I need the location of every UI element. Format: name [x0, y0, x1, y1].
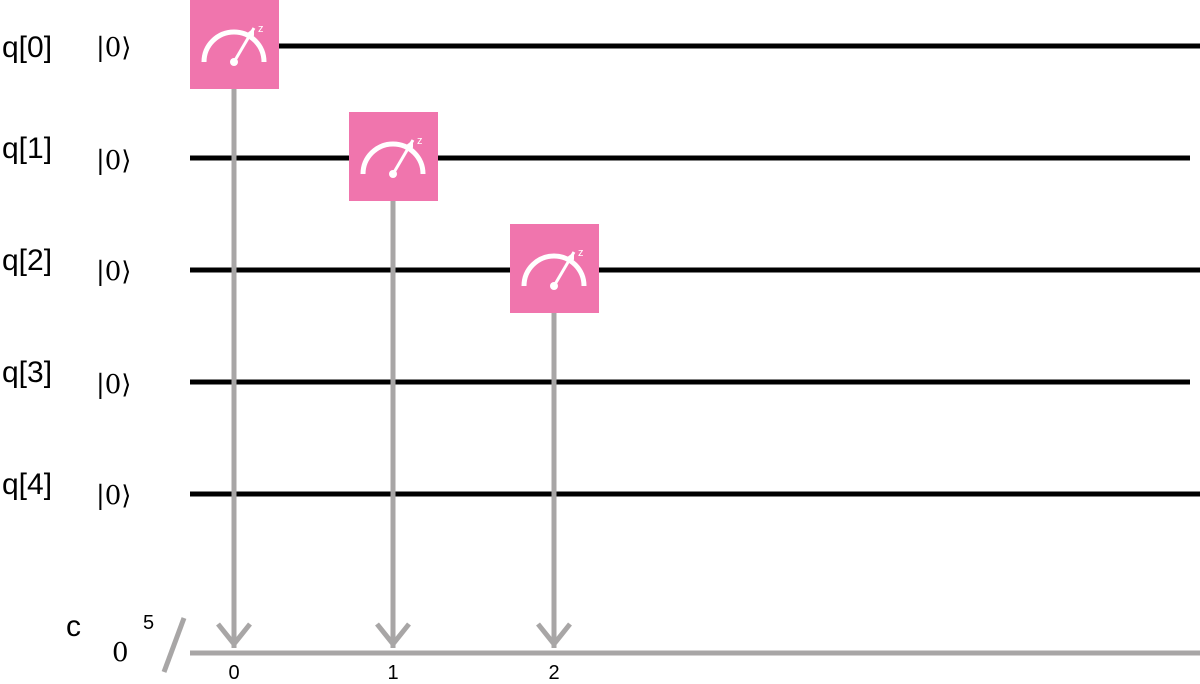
measurement-gate[interactable] — [349, 112, 438, 201]
measurement-basis: z — [258, 23, 264, 35]
qubit-init-state: |0⟩ — [96, 481, 131, 511]
meter-icon: z — [521, 247, 587, 290]
qubit-row-3: q[3] |0⟩ — [2, 356, 1190, 400]
measurement-2: 2 z — [510, 224, 599, 684]
measurement-basis: z — [578, 247, 584, 259]
qubit-label: q[0] — [2, 31, 52, 64]
qubit-row-1: q[1] |0⟩ — [2, 132, 1190, 176]
measurement-basis: z — [417, 135, 423, 147]
classical-label: c — [66, 610, 81, 643]
qubit-init-state: |0⟩ — [96, 257, 131, 287]
qubit-row-0: q[0] |0⟩ — [2, 31, 1200, 64]
meter-icon: z — [360, 135, 426, 178]
qubit-init-state: |0⟩ — [96, 33, 131, 63]
measurement-gate[interactable] — [510, 224, 599, 313]
qubit-row-2: q[2] |0⟩ — [2, 244, 1200, 287]
qubit-init-state: |0⟩ — [96, 146, 131, 176]
classical-bit-label: 1 — [387, 662, 398, 684]
meter-icon: z — [201, 23, 267, 66]
measurement-arrowhead — [216, 622, 252, 649]
measurement-0: 0 z — [190, 0, 279, 684]
bus-slash — [161, 617, 187, 673]
classical-register: c 0 5 — [66, 610, 1200, 673]
qubit-label: q[1] — [2, 132, 52, 165]
classical-bit-count: 5 — [143, 612, 154, 634]
measurement-1: 1 z — [349, 112, 438, 684]
classical-bit-label: 0 — [228, 662, 239, 684]
qubit-row-4: q[4] |0⟩ — [2, 468, 1200, 511]
measurement-arrowhead — [536, 622, 572, 649]
qubit-label: q[4] — [2, 468, 52, 501]
classical-init-value: 0 — [112, 638, 129, 668]
measurement-arrowhead — [375, 622, 411, 649]
qubit-init-state: |0⟩ — [96, 370, 131, 400]
qubit-label: q[2] — [2, 244, 52, 277]
qubit-label: q[3] — [2, 356, 52, 389]
measurement-gate[interactable] — [190, 0, 279, 89]
classical-bit-label: 2 — [548, 662, 559, 684]
